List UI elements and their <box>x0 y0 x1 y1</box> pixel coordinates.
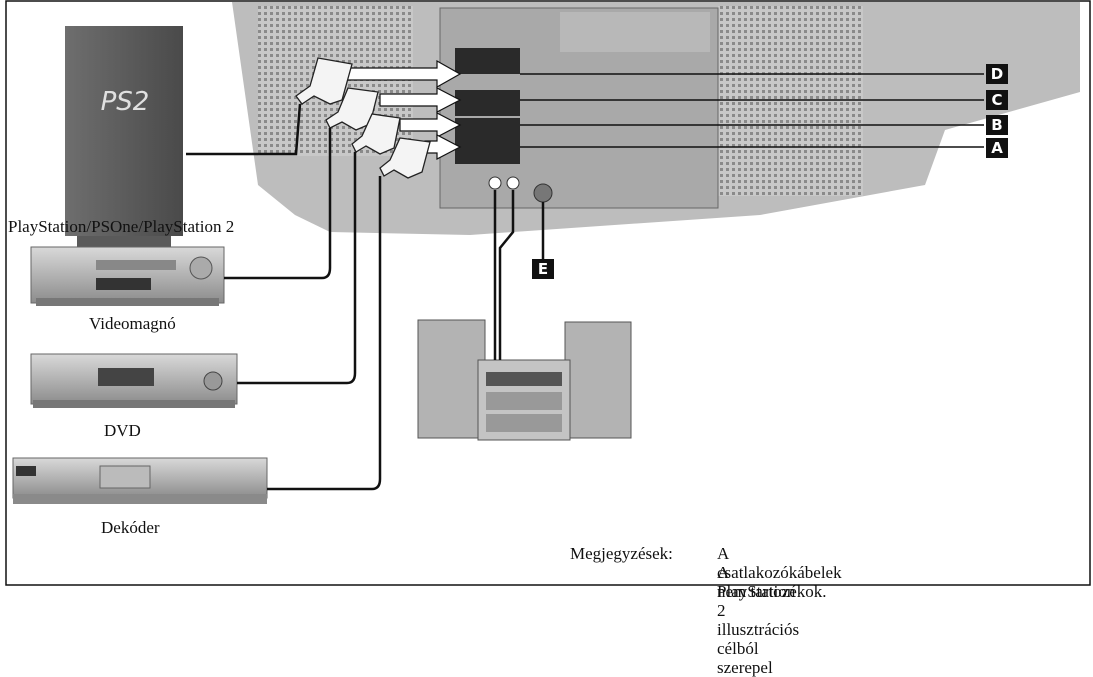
connector-b-badge: B <box>986 115 1008 135</box>
stereo-system <box>418 320 631 440</box>
connector-e-badge: E <box>532 259 554 279</box>
playstation-label: PlayStation/PSOne/PlayStation 2 <box>8 217 234 237</box>
vcr-label: Videomagnó <box>89 314 176 334</box>
notes-key: Megjegyzések: <box>570 544 673 563</box>
scart-socket-4 <box>455 140 520 164</box>
decoder-label: Dekóder <box>101 518 160 538</box>
notes-line-2: A PlayStation 2 illusztrációs célból sze… <box>717 563 799 677</box>
connector-c-badge: C <box>986 90 1008 110</box>
connector-d-badge: D <box>986 64 1008 84</box>
connector-a-badge: A <box>986 138 1008 158</box>
dvd-device <box>31 354 237 408</box>
speaker-left <box>418 320 485 438</box>
scart-socket-3 <box>455 118 520 142</box>
scart-socket-2 <box>455 90 520 116</box>
dvd-label: DVD <box>104 421 141 441</box>
connection-diagram: PS2 <box>0 0 1093 586</box>
ps2-logo: PS2 <box>101 87 150 117</box>
antenna-socket <box>534 184 552 202</box>
audio-out-right <box>507 177 519 189</box>
diagram-canvas: PS2 <box>0 0 1093 586</box>
tv-vent-right <box>718 6 863 196</box>
scart-socket-1 <box>455 48 520 74</box>
panel-top <box>560 12 710 52</box>
decoder-device <box>13 458 267 504</box>
vcr-device <box>31 247 224 306</box>
speaker-right <box>565 322 631 438</box>
audio-out-left <box>489 177 501 189</box>
